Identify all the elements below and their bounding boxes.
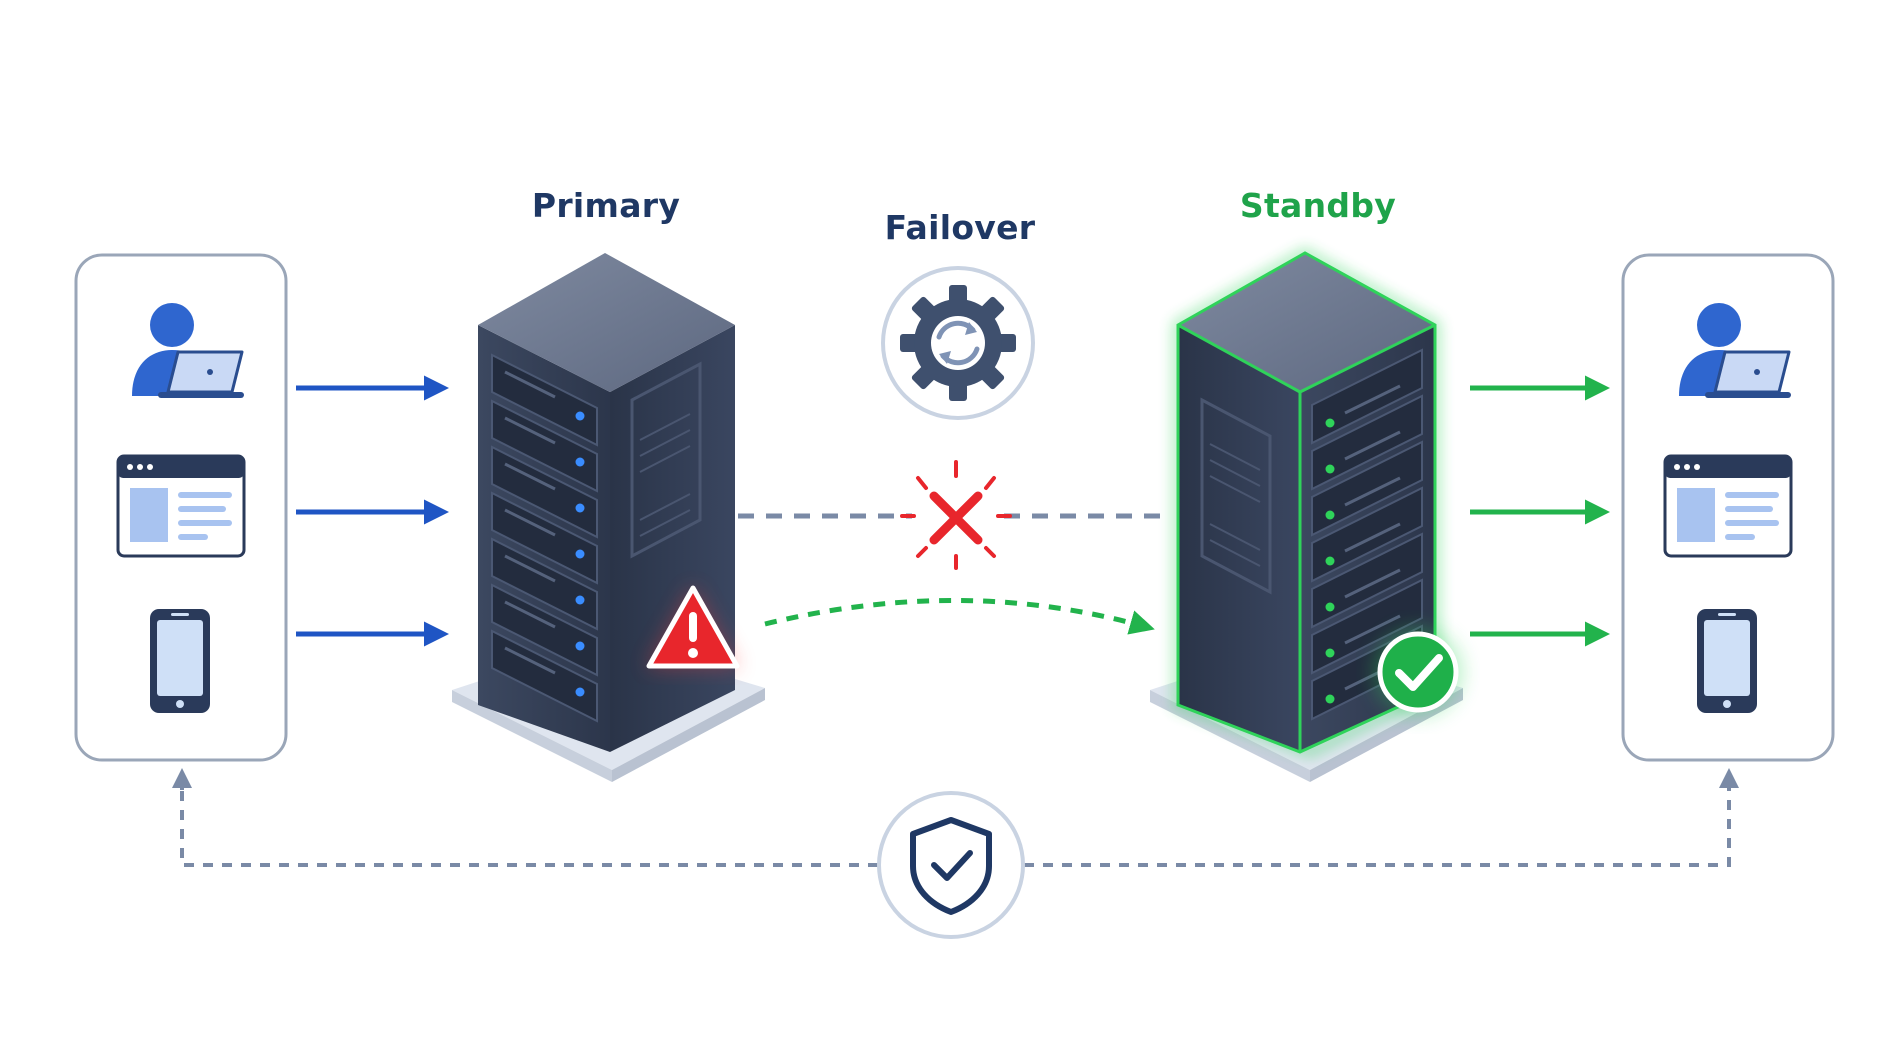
smartphone-icon bbox=[150, 609, 210, 713]
warning-triangle-icon bbox=[646, 585, 740, 669]
failover-arrow bbox=[764, 598, 1155, 635]
request-arrows bbox=[296, 375, 449, 647]
browser-window-icon bbox=[1663, 454, 1793, 558]
browser-window-icon bbox=[116, 454, 246, 558]
standby-label: Standby bbox=[1239, 186, 1397, 225]
user-laptop-icon bbox=[1679, 303, 1791, 398]
failover-label: Failover bbox=[884, 208, 1036, 247]
security-loop bbox=[172, 768, 1739, 939]
client-panel-left bbox=[74, 253, 288, 762]
standby-rack-units bbox=[1311, 348, 1423, 721]
primary-server bbox=[452, 253, 765, 782]
gear-sync-icon bbox=[881, 266, 1035, 420]
check-circle-icon bbox=[1374, 628, 1462, 716]
user-laptop-icon bbox=[132, 303, 244, 398]
primary-label: Primary bbox=[531, 186, 681, 225]
primary-rack-units bbox=[491, 353, 598, 723]
shield-check-icon bbox=[877, 791, 1025, 939]
smartphone-icon bbox=[1697, 609, 1757, 713]
broken-link bbox=[738, 460, 1165, 570]
standby-server bbox=[1150, 247, 1463, 782]
red-x-icon bbox=[900, 460, 1012, 570]
recovered-arrows bbox=[1470, 375, 1610, 647]
client-panel-right bbox=[1621, 253, 1835, 762]
